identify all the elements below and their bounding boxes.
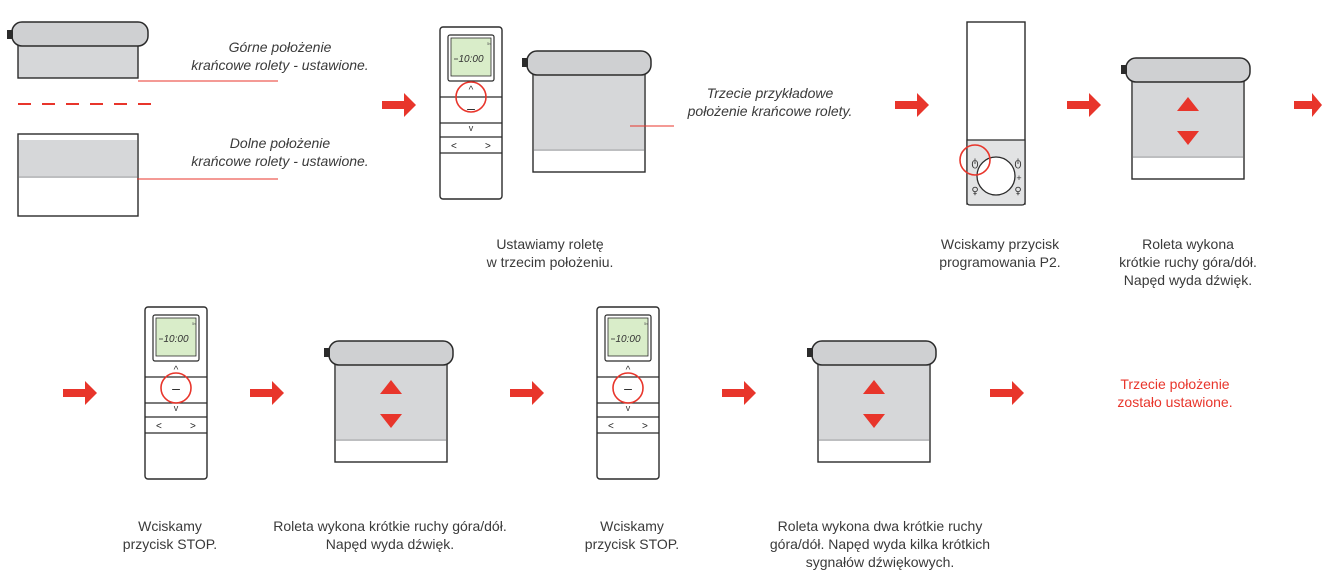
flow-arrow [382,93,416,117]
flow-arrow [722,381,756,405]
flow-arrow [510,381,544,405]
step7-caption: Wciskamy przycisk STOP. [584,518,680,552]
step4-caption: Roleta wykona krótkie ruchy góra/dół. Na… [1119,236,1257,288]
third-position-annotation: Trzecie przykładowe położenie krańcowe r… [687,85,853,119]
upper-limit-annotation: Górne położenie krańcowe rolety - ustawi… [191,39,369,73]
step4-blind-illustration [1120,57,1251,180]
flow-arrow [1294,93,1322,117]
svg-text:♀: ♀ [971,186,978,197]
step6-caption: Roleta wykona krótkie ruchy góra/dół. Na… [273,518,507,552]
step2-blind-illustration [521,50,674,173]
step3-caption: Wciskamy przycisk programowania P2. [939,236,1061,270]
step6-blind-illustration [323,340,454,463]
step1-blind-diagram [7,21,278,217]
step8-blind-illustration [806,340,937,463]
step2-caption: Ustawiamy roletę w trzecim położeniu. [486,236,614,270]
flow-arrow [1067,93,1101,117]
svg-text:ტ: ტ [971,156,978,169]
svg-text:+: + [1016,173,1021,183]
step2-remote-illustration [439,26,503,200]
flow-arrow [250,381,284,405]
result-message: Trzecie położenie zostało ustawione. [1117,376,1233,410]
step5-remote-illustration [144,306,208,480]
svg-text:♀: ♀ [1014,186,1021,197]
step8-caption: Roleta wykona dwa krótkie ruchy góra/dół… [769,518,991,570]
step7-remote-illustration [596,306,660,480]
step3-motor-head: ტ ტ + ♀ ♀ [959,21,1026,206]
svg-text:ტ: ტ [1014,156,1021,169]
lower-limit-annotation: Dolne położenie krańcowe rolety - ustawi… [191,135,369,169]
flow-arrow [990,381,1024,405]
step5-caption: Wciskamy przycisk STOP. [122,518,218,552]
flow-arrow [895,93,929,117]
flow-arrow [63,381,97,405]
